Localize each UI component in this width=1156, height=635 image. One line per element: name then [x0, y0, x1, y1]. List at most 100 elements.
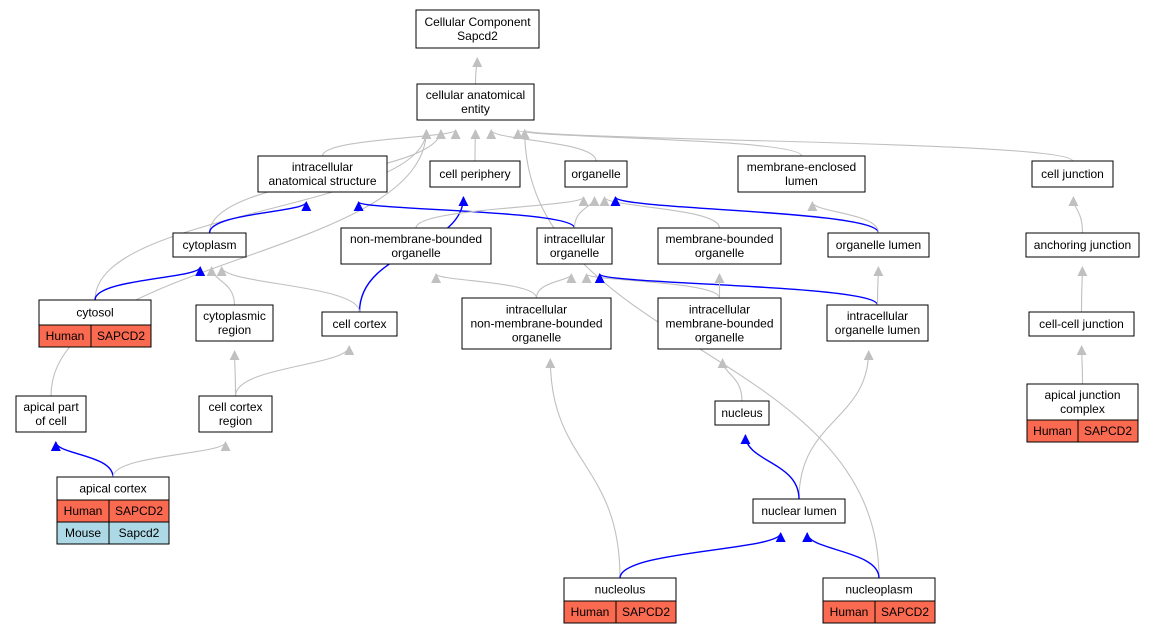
node-box [321, 311, 398, 337]
node-label: membrane-enclosed [747, 160, 856, 174]
edge-nucleus-to-imbo [717, 358, 743, 402]
node-inmbo[interactable]: intracellularnon-membrane-boundedorganel… [461, 297, 612, 350]
node-box [564, 160, 628, 188]
gene-cell [615, 600, 677, 624]
node-box [1025, 232, 1140, 258]
edge-inmbo-to-nmbo [431, 273, 538, 299]
node-label: intracellular [847, 309, 908, 323]
node-label: entity [461, 102, 490, 116]
node-label: nucleus [721, 406, 762, 420]
node-label: membrane-bounded [665, 232, 773, 246]
node-cytoplasm[interactable]: cytoplasm [172, 232, 247, 258]
edge-anchoring-to-junction [1068, 196, 1084, 234]
gene-row-human: Human SAPCD2 [1026, 419, 1139, 443]
node-box [752, 498, 846, 524]
node-box [1028, 311, 1135, 337]
gene-label: SAPCD2 [97, 329, 145, 343]
edge-mel-to-cae [513, 129, 803, 157]
edge-nucleoplasm-to-cae [519, 129, 880, 579]
node-nlumen[interactable]: nuclear lumen [752, 498, 846, 524]
edge-io-to-ias [353, 201, 576, 229]
edge-apicalcortex-to-apicalpart [50, 441, 114, 478]
node-ccj[interactable]: cell-cell junction [1028, 311, 1135, 337]
node-box [257, 155, 388, 193]
node-label: apical part [23, 400, 79, 414]
node-label: organelle [550, 246, 600, 260]
species-label: Human [1033, 424, 1072, 438]
node-junction[interactable]: cell junction [1031, 160, 1114, 188]
species-label: Human [571, 605, 610, 619]
node-label: cell periphery [439, 167, 510, 181]
node-label: cytoplasm [182, 238, 236, 252]
edge-nlumen-to-iolumen [798, 350, 874, 500]
node-label: cell junction [1041, 167, 1104, 181]
gene-row-human: Human SAPCD2 [822, 600, 936, 624]
node-organelle[interactable]: organelle [564, 160, 628, 188]
node-box [657, 227, 782, 265]
node-cortex[interactable]: cell cortex [321, 311, 398, 337]
edge-organelle-to-cae [486, 129, 597, 162]
node-label: complex [1060, 402, 1105, 416]
species-label: Human [830, 605, 869, 619]
gene-label: SAPCD2 [115, 504, 163, 518]
edge-imbo-to-io [581, 273, 721, 299]
edge-mbo-to-organelle [599, 196, 721, 229]
node-label: cellular anatomical [426, 88, 525, 102]
node-box [195, 304, 274, 342]
node-anchoring[interactable]: anchoring junction [1025, 232, 1140, 258]
node-label: apical junction [1044, 388, 1120, 402]
node-box [340, 227, 492, 265]
edge-iolumen-to-olumen [873, 266, 884, 306]
node-box [1026, 383, 1139, 421]
gene-label: Sapcd2 [119, 526, 160, 540]
node-nucleus[interactable]: nucleus [714, 400, 770, 426]
node-label: Sapcd2 [457, 29, 498, 43]
gene-label: SAPCD2 [1084, 424, 1132, 438]
node-box [15, 395, 87, 433]
node-periphery[interactable]: cell periphery [429, 160, 521, 188]
node-label: membrane-bounded [665, 317, 773, 331]
gene-label: SAPCD2 [622, 605, 670, 619]
node-box [657, 297, 782, 350]
node-olumen[interactable]: organelle lumen [827, 232, 930, 258]
edge-inmbo-to-io [535, 273, 577, 299]
node-label: region [218, 323, 251, 337]
node-label: organelle [391, 246, 441, 260]
gene-label: SAPCD2 [881, 605, 929, 619]
node-box [737, 155, 866, 193]
node-box [536, 227, 613, 265]
edge-ccj-to-anchoring [1077, 266, 1088, 313]
node-label: organelle [571, 167, 621, 181]
node-box [415, 9, 540, 49]
edge-ccregion-to-cortex [234, 345, 355, 397]
edge-nlumen-to-nucleus [740, 434, 800, 500]
edge-nucleolus-to-nlumen [619, 532, 786, 579]
node-box [429, 160, 521, 188]
node-label: non-membrane-bounded [350, 232, 482, 246]
node-label: organelle [512, 331, 562, 345]
species-label: Mouse [65, 526, 101, 540]
edge-ccregion-to-cregion [229, 350, 240, 397]
node-label: intracellular [292, 160, 353, 174]
edge-olumen-to-mel [807, 201, 880, 234]
edge-iolumen-to-io [594, 273, 879, 306]
